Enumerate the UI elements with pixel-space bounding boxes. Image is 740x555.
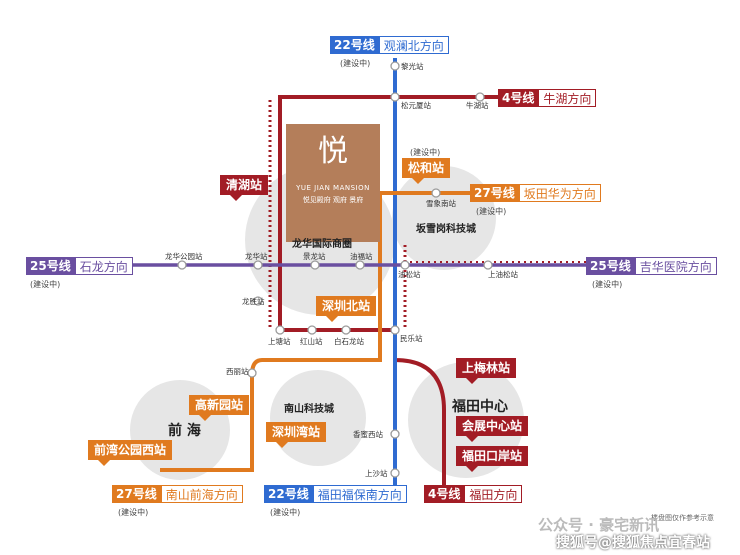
line27-north-label: 27号线 坂田华为方向: [470, 184, 601, 202]
line22-north-sub: (建设中): [340, 59, 371, 68]
station-niuhu-label: 牛湖站: [466, 100, 489, 110]
project-logo-mark: 悦: [318, 134, 348, 169]
direction: 吉华医院方向: [634, 257, 717, 275]
station-jinglong-label: 景龙站: [303, 251, 326, 261]
footer-note: 楼盘图仅作参考示意: [651, 514, 714, 522]
line-number: 22号线: [330, 36, 379, 54]
shangmeilin-station-tag: 上梅林站: [456, 358, 517, 384]
shenzhenbei-station-tag: 深圳北站: [316, 296, 377, 322]
station-hongshan-label: 红山站: [300, 336, 323, 346]
station-youfu-marker: [355, 260, 365, 270]
station-shangsha-marker: [390, 468, 400, 478]
station-longhua-marker: [253, 260, 263, 270]
line-number: 27号线: [470, 184, 519, 202]
station-yousong-marker: [400, 260, 410, 270]
line22-south-sub: (建设中): [270, 508, 301, 517]
qinghu-station-tag: 清湖站: [220, 175, 269, 201]
line4-north-label: 4号线 牛湖方向: [498, 89, 597, 107]
longhua-area-label: 龙华国际商圈: [292, 239, 352, 250]
direction: 石龙方向: [74, 257, 133, 275]
line-number: 4号线: [498, 89, 539, 107]
station-longsheng-label: 龙胜站: [242, 296, 265, 306]
station-xiangmixihu-marker: [390, 429, 400, 439]
futian-kouan-station-tag: 福田口岸站: [456, 446, 529, 472]
station-shangsha-label: 上沙站: [365, 468, 388, 478]
station-baishilong-label: 白石龙站: [334, 336, 364, 346]
station-liguang-marker: [390, 61, 400, 71]
direction: 牛湖方向: [538, 89, 597, 107]
station-youfu-label: 油福站: [350, 251, 373, 261]
project-cn-name: 悦见殿府 观府 景府: [302, 196, 364, 204]
songhe-construction-sub: (建设中): [410, 148, 441, 157]
direction: 福田福保南方向: [312, 485, 407, 503]
gaoxinyuan-station-tag: 高新园站: [189, 395, 250, 421]
station-xiangmixihu-label: 香蜜西站: [353, 429, 383, 439]
project-logo-box: 悦 YUE JIAN MANSION 悦见殿府 观府 景府: [286, 124, 380, 242]
line4-route: [278, 95, 498, 332]
direction: 福田方向: [464, 485, 523, 503]
station-minle-label: 民乐站: [400, 333, 423, 343]
station-songyuansha-marker: [390, 92, 400, 102]
futian-area-label: 福田中心: [452, 399, 508, 415]
direction: 南山前海方向: [160, 485, 243, 503]
line-number: 25号线: [586, 257, 635, 275]
huizhan-station-tag: 会展中心站: [456, 416, 529, 442]
line-number: 4号线: [424, 485, 465, 503]
sohu-watermark: 搜狐号@搜狐焦点宜春站: [556, 535, 710, 551]
station-songyuansha-label: 松元厦站: [401, 100, 431, 110]
station-shangtang-label: 上塘站: [268, 336, 291, 346]
songhe-station-tag: 松和站: [402, 158, 451, 184]
bantian-area-circle: [392, 166, 496, 270]
line22-south-label: 22号线 福田福保南方向: [264, 485, 407, 503]
line27-south-sub: (建设中): [118, 508, 149, 517]
station-liguang-label: 黎光站: [401, 61, 424, 71]
line-number: 22号线: [264, 485, 313, 503]
station-niuhu-marker: [475, 92, 485, 102]
nanshan-area-circle: [270, 370, 366, 466]
station-shangtang-marker: [275, 325, 285, 335]
line-number: 27号线: [112, 485, 161, 503]
station-jinglong-marker: [310, 260, 320, 270]
station-longhuagongyuan-marker: [177, 260, 187, 270]
station-baishilong-marker: [341, 325, 351, 335]
qianhai-area-label: 前 海: [168, 423, 201, 439]
line25-east-sub: (建设中): [592, 280, 623, 289]
station-xili-label: 西丽站: [226, 366, 249, 376]
direction: 观澜北方向: [378, 36, 449, 54]
station-xili-marker: [247, 368, 257, 378]
direction: 坂田华为方向: [518, 184, 601, 202]
station-longsheng-marker: [253, 296, 263, 306]
line25-west-label: 25号线 石龙方向: [26, 257, 133, 275]
station-longhua-label: 龙华站: [245, 251, 268, 261]
station-xuexiangnan-marker: [431, 188, 441, 198]
station-xuexiangnan-label: 雪象南站: [426, 198, 456, 208]
station-shangyousong-marker: [483, 260, 493, 270]
station-shangyousong-label: 上油松站: [488, 269, 518, 279]
station-minle-marker: [390, 325, 400, 335]
line25-west-sub: (建设中): [30, 280, 61, 289]
project-en-name: YUE JIAN MANSION: [296, 184, 370, 192]
bantian-area-label: 坂雪岗科技城: [416, 224, 476, 235]
line4-south-label: 4号线 福田方向: [424, 485, 523, 503]
station-yousong-label: 油松站: [398, 269, 421, 279]
line25-east-label: 25号线 吉华医院方向: [586, 257, 717, 275]
line4-south-route: [393, 330, 446, 492]
qianwan-station-tag: 前湾公园西站: [88, 440, 173, 466]
station-longhuagongyuan-label: 龙华公园站: [165, 251, 203, 261]
line27-north-sub: (建设中): [476, 207, 507, 216]
line22-north-label: 22号线 观澜北方向: [330, 36, 449, 54]
wechat-watermark: 公众号 · 豪宅新讯: [538, 516, 660, 534]
nanshan-area-label: 南山科技城: [284, 404, 334, 415]
line27-south-label: 27号线 南山前海方向: [112, 485, 243, 503]
line-number: 25号线: [26, 257, 75, 275]
shenzhenwan-station-tag: 深圳湾站: [266, 422, 327, 448]
station-hongshan-marker: [307, 325, 317, 335]
